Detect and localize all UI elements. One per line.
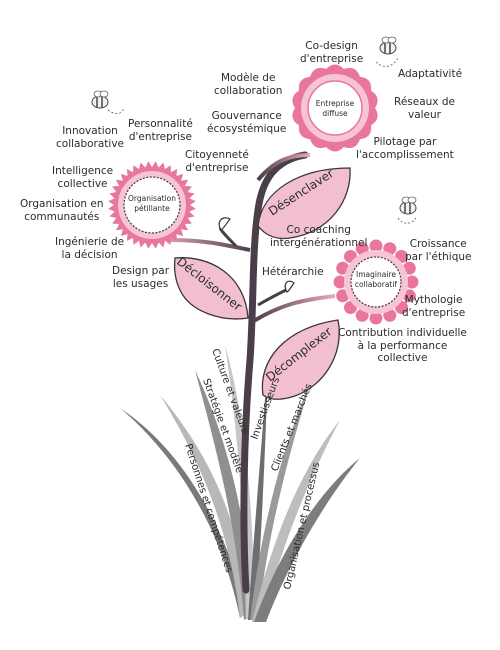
- branch-left: [169, 238, 251, 252]
- label-intelligence: Intelligence collective: [52, 165, 114, 190]
- label-reseaux: Réseaux de valeur: [394, 96, 455, 121]
- label-mythologie: Mythologie d'entreprise: [402, 294, 466, 319]
- bud-left: [218, 217, 231, 231]
- flower-petal-dot: [369, 239, 383, 253]
- bee-icon: [375, 36, 399, 67]
- label-personnalite: Personnalité d'entreprise: [128, 118, 193, 143]
- flower-center: [350, 256, 402, 308]
- label-ingenierie: Ingénierie de la décision: [55, 236, 125, 261]
- flower-imaginaire-line2: collaboratif: [355, 280, 398, 289]
- grass-blade: [252, 420, 340, 622]
- label-pilotage: Pilotage par l'accomplissement: [356, 136, 454, 161]
- flower-entreprise-diffuse: [292, 64, 378, 152]
- label-croissance: Croissance par l'éthique: [405, 238, 472, 263]
- branch-right-upper: [256, 153, 311, 182]
- flower-diffuse-line2: diffuse: [322, 109, 348, 118]
- flower-center: [123, 176, 181, 234]
- grass-tuft: [120, 345, 360, 622]
- label-adaptativite: Adaptativité: [398, 68, 463, 80]
- label-contribution: Contribution individuelle à la performan…: [338, 327, 467, 364]
- flower-petillante-line1: Organisation: [128, 194, 176, 203]
- bee-icon: [91, 90, 125, 114]
- label-co-design: Co-design d'entreprise: [300, 40, 364, 65]
- label-innovation: Innovation collaborative: [56, 125, 125, 150]
- flower-organisation-petillante: [108, 161, 196, 249]
- flower-center: [307, 80, 363, 136]
- label-organisation-communautes: Organisation en communautés: [20, 198, 104, 223]
- grass-blade: [195, 370, 252, 620]
- flower-diffuse-line1: Entreprise: [316, 99, 355, 108]
- label-modele-collaboration: Modèle de collaboration: [214, 72, 283, 97]
- label-gouvernance: Gouvernance écosystémique: [207, 110, 287, 135]
- leaf-decloisonner: Décloisonner: [174, 254, 249, 320]
- label-design-usages: Design par les usages: [112, 265, 170, 290]
- flower-petal-dot: [405, 275, 419, 289]
- flower-imaginaire-line1: Imaginaire: [356, 270, 396, 279]
- label-citoyennete: Citoyenneté d'entreprise: [185, 149, 249, 174]
- bud-right: [284, 280, 295, 293]
- grass-blade: [250, 378, 312, 620]
- flower-petillante-line2: pétillante: [134, 204, 170, 213]
- bee-icon: [397, 196, 417, 224]
- flower-imaginaire-collaboratif: [333, 239, 419, 325]
- grass-blade: [254, 458, 360, 622]
- flower-petal-dot: [369, 311, 383, 325]
- branch-right-lower: [250, 294, 336, 324]
- grass-blade: [160, 395, 250, 618]
- branch-twig-right: [257, 288, 287, 307]
- grass-blade: [248, 360, 268, 620]
- label-co-coaching: Co coaching intergénérationnel: [270, 224, 368, 249]
- grass-blade: [120, 408, 248, 618]
- main-stem: [240, 151, 309, 594]
- label-heterarchie: Hétérarchie: [262, 266, 324, 278]
- flower-petal-dot: [333, 275, 347, 289]
